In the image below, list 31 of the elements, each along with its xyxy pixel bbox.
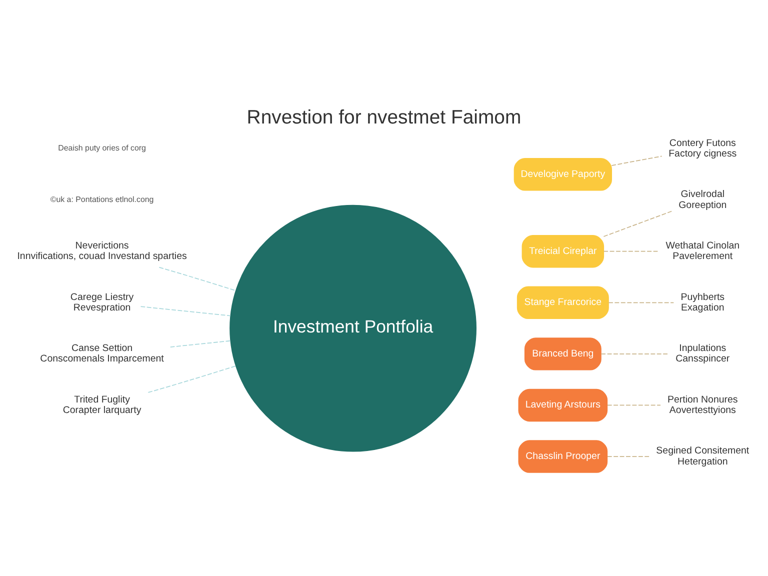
node-box: Branced Beng (524, 337, 602, 370)
node-box: Treicial Cireplar (522, 234, 604, 268)
node-box: Develogive Paporty (514, 158, 612, 190)
node-text: Wethatal Cinolan Pavelerement (666, 240, 740, 262)
node-text: Puyhberts Exagation (680, 291, 725, 313)
label: ©uk a: Pontations etlnol.cong (50, 194, 154, 204)
node-text: Canse Settion Conscomenals Imparcement (40, 342, 164, 364)
connector (603, 250, 660, 252)
node-text: Inpulations Cansspincer (676, 342, 730, 364)
node-box: Laveting Arstours (518, 388, 608, 422)
diagram-title: Rnvestion for nvestmet Faimom (246, 106, 522, 128)
connector (158, 266, 236, 290)
connector (148, 365, 236, 392)
connector (140, 306, 231, 316)
node-text: Pertion Nonures Aovertesttyions (668, 394, 738, 416)
node-circle: Investment Pontfolia (230, 204, 477, 452)
connector (603, 210, 672, 236)
node-text: Carege Liestry Revespration (70, 291, 134, 313)
label: Deaish puty ories of corg (58, 143, 146, 152)
node-text: Contery Futons Factory cigness (668, 137, 737, 160)
node-box: Chasslin Prooper (518, 440, 608, 472)
node-text: Givelrodal Goreeption (678, 188, 727, 210)
node-text: Neverictions Innvifications, couad Investand sparties (17, 240, 187, 262)
connector (607, 404, 661, 406)
node-text: Segined Consitement Hetergation (656, 445, 750, 467)
connector (608, 302, 674, 303)
node-box: Stange Frarcorice (516, 286, 609, 319)
connector (611, 155, 662, 166)
node-text: Trited Fuglity Corapter larquarty (62, 394, 142, 416)
connector (600, 353, 669, 354)
connector (170, 340, 231, 347)
